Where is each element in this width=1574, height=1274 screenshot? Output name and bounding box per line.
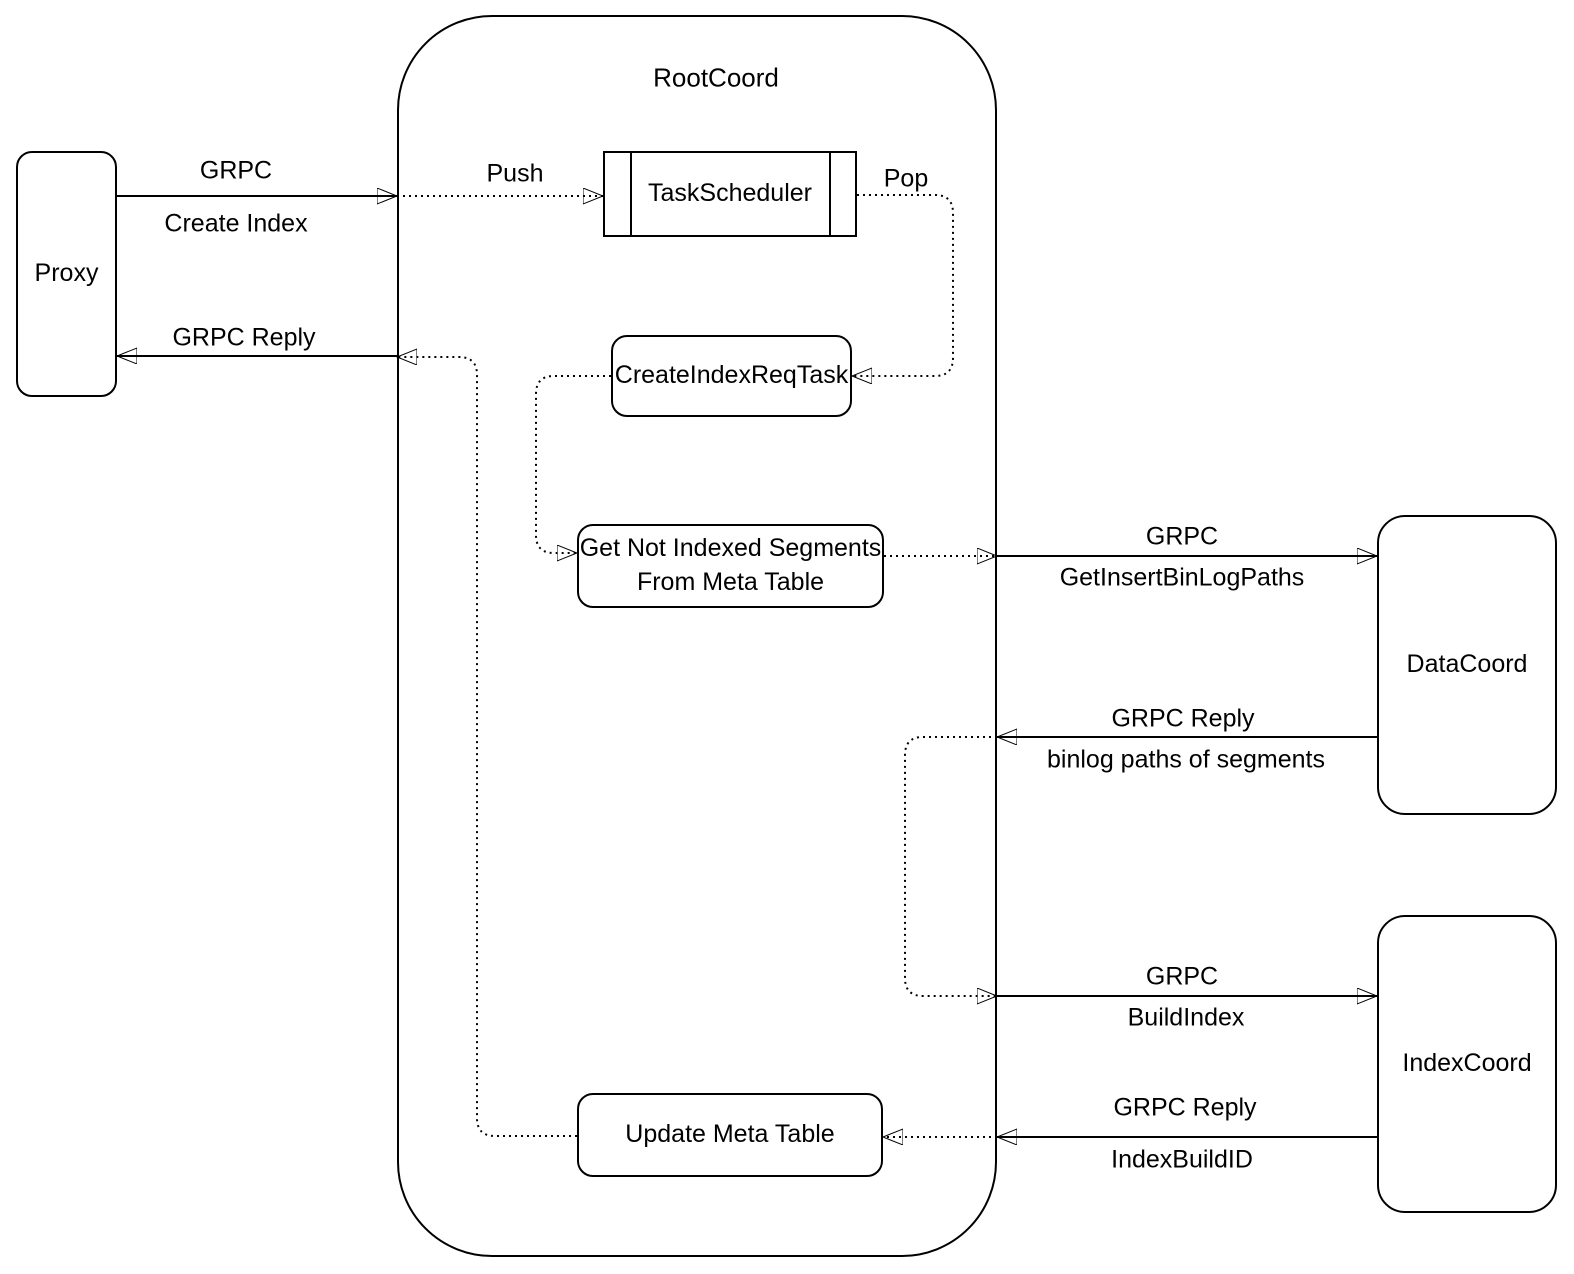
binlog-reply-protocol-label: GRPC Reply — [1111, 704, 1255, 733]
create-index-message-label: Create Index — [164, 209, 308, 238]
get-not-indexed-segments-line2: From Meta Table — [636, 568, 825, 596]
update-meta-table-node: Update Meta Table — [577, 1093, 883, 1177]
proxy-node: Proxy — [16, 151, 117, 397]
indexcoord-node: IndexCoord — [1377, 915, 1557, 1213]
get-insert-binlog-message-label: GetInsertBinLogPaths — [1059, 563, 1305, 592]
index-build-id-message-label: IndexBuildID — [1111, 1145, 1253, 1174]
pop-label: Pop — [883, 164, 929, 193]
binlog-reply-message-label: binlog paths of segments — [1047, 745, 1325, 774]
createindexreqtask-label: CreateIndexReqTask — [614, 361, 849, 390]
datacoord-node: DataCoord — [1377, 515, 1557, 815]
push-label: Push — [486, 159, 544, 188]
update-meta-table-label: Update Meta Table — [625, 1120, 835, 1149]
queue-right-divider — [829, 153, 831, 235]
build-index-message-label: BuildIndex — [1127, 1003, 1245, 1032]
get-not-indexed-segments-node: Get Not Indexed Segments From Meta Table — [577, 524, 884, 608]
build-index-protocol-label: GRPC — [1145, 962, 1219, 991]
create-index-protocol-label: GRPC — [199, 156, 273, 185]
proxy-label: Proxy — [34, 259, 99, 288]
grpc-reply-to-proxy-label: GRPC Reply — [172, 323, 316, 352]
taskscheduler-node: TaskScheduler — [603, 151, 857, 237]
get-not-indexed-segments-line1: Get Not Indexed Segments — [579, 534, 882, 563]
indexcoord-label: IndexCoord — [1402, 1049, 1532, 1078]
index-build-id-protocol-label: GRPC Reply — [1113, 1093, 1257, 1122]
taskscheduler-label: TaskScheduler — [648, 179, 812, 208]
get-not-indexed-segments-label: Get Not Indexed Segments From Meta Table — [580, 532, 882, 600]
rootcoord-title: RootCoord — [653, 62, 779, 93]
datacoord-label: DataCoord — [1406, 650, 1528, 679]
queue-left-divider — [630, 153, 632, 235]
get-insert-binlog-protocol-label: GRPC — [1145, 522, 1219, 551]
createindexreqtask-node: CreateIndexReqTask — [611, 335, 852, 417]
